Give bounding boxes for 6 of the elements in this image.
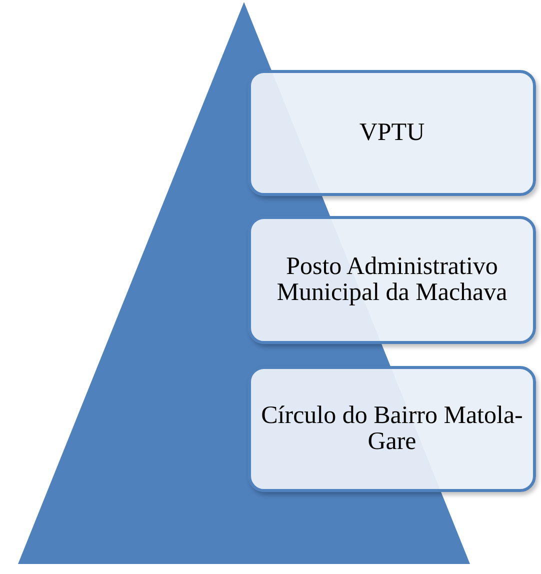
tier-box bbox=[248, 366, 536, 492]
tier-label: Círculo do Bairro Matola-Gare bbox=[260, 403, 524, 455]
tier-label: VPTU bbox=[358, 120, 426, 146]
tier-box bbox=[248, 216, 536, 344]
tier-box bbox=[248, 70, 536, 196]
tier-label: Posto Administrativo Municipal da Machava bbox=[276, 254, 508, 306]
